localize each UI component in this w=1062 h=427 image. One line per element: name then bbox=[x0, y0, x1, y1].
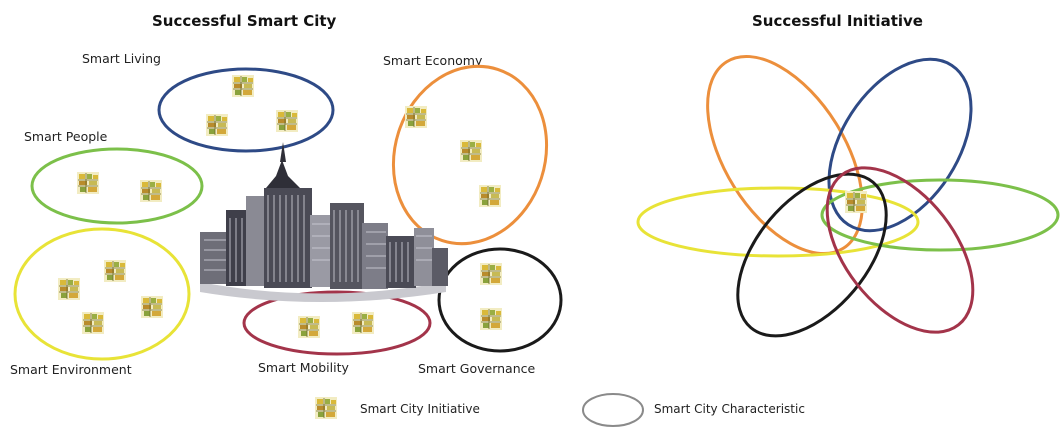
venn-green-ellipse bbox=[820, 178, 1060, 252]
label-smart-governance: Smart Governance bbox=[418, 361, 536, 376]
initiative-icon bbox=[297, 315, 321, 339]
smart-people-ellipse bbox=[30, 147, 204, 225]
label-smart-people: Smart People bbox=[24, 129, 108, 144]
venn-orange-ellipse bbox=[706, 54, 864, 256]
initiative-icon bbox=[81, 311, 105, 335]
label-smart-economy: Smart Economy bbox=[383, 53, 483, 68]
venn-red-ellipse bbox=[825, 166, 975, 334]
venn-black-ellipse bbox=[736, 172, 888, 338]
initiative-icon bbox=[205, 113, 229, 137]
city-skyline-icon bbox=[200, 142, 448, 302]
legend-initiative-icon bbox=[314, 396, 338, 420]
initiative-icon bbox=[103, 259, 127, 283]
initiative-icon bbox=[404, 105, 428, 129]
initiative-icon bbox=[76, 171, 100, 195]
initiative-icon bbox=[479, 307, 503, 331]
initiative-icon bbox=[140, 295, 164, 319]
initiative-icon bbox=[275, 109, 299, 133]
initiative-icon bbox=[351, 311, 375, 335]
initiative-icon bbox=[139, 179, 163, 203]
venn-blue-ellipse bbox=[827, 57, 973, 233]
smart-living-ellipse bbox=[157, 67, 335, 153]
initiative-icon bbox=[459, 139, 483, 163]
smart-city-title: Successful Smart City bbox=[152, 12, 337, 30]
label-smart-environment: Smart Environment bbox=[10, 362, 132, 377]
smart-environment-ellipse bbox=[13, 227, 191, 361]
initiative-icon bbox=[231, 74, 255, 98]
initiative-title: Successful Initiative bbox=[752, 12, 923, 30]
legend-initiative-label: Smart City Initiative bbox=[360, 402, 480, 416]
smart-governance-ellipse bbox=[437, 247, 563, 353]
initiative-icon bbox=[478, 184, 502, 208]
initiative-icon bbox=[479, 262, 503, 286]
smart-mobility-ellipse bbox=[242, 290, 432, 356]
legend-ellipse-icon bbox=[582, 393, 644, 427]
smart-economy-ellipse bbox=[391, 64, 549, 246]
venn-yellow-ellipse bbox=[636, 186, 920, 258]
initiative-icon bbox=[844, 190, 868, 214]
initiative-icon bbox=[57, 277, 81, 301]
label-smart-living: Smart Living bbox=[82, 51, 161, 66]
legend-characteristic-label: Smart City Characteristic bbox=[654, 402, 805, 416]
label-smart-mobility: Smart Mobility bbox=[258, 360, 349, 375]
